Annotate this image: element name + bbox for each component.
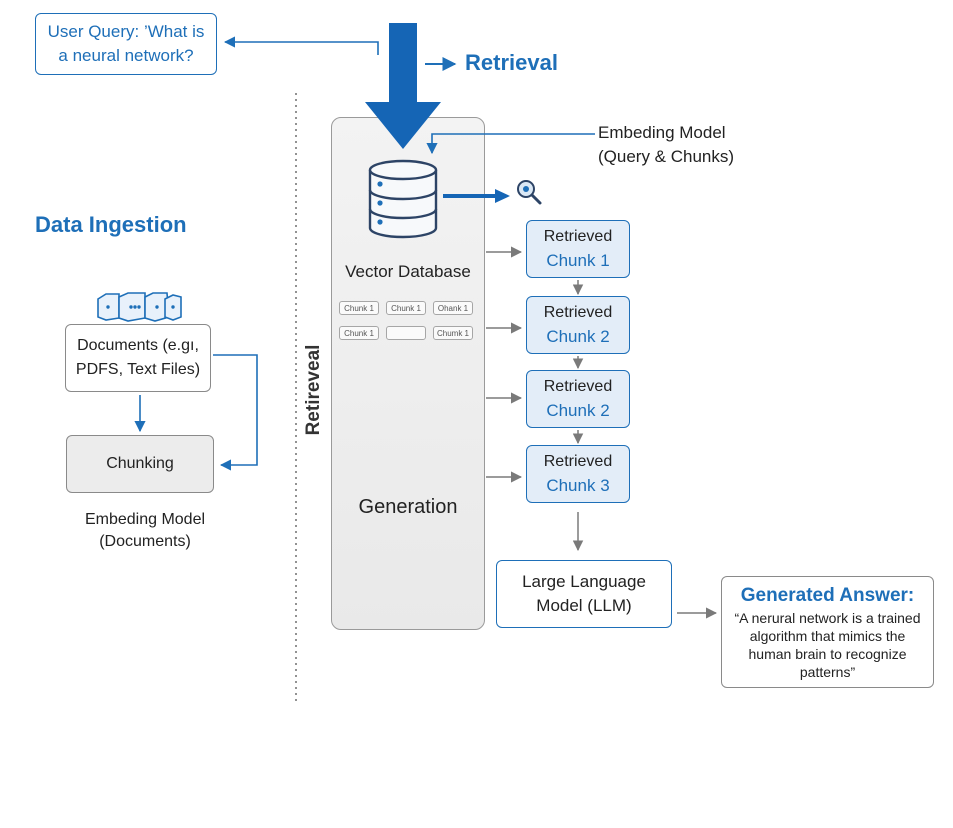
embedding-docs-line2: (Documents) xyxy=(99,533,191,550)
retrieved-chunk-box: Retrieved Chunk 2 xyxy=(526,370,630,428)
retrieved-chunk-box: Retrieved Chunk 3 xyxy=(526,445,630,503)
retrieved-line1: Retrieved xyxy=(543,228,613,245)
llm-box: Large Language Model (LLM) xyxy=(496,560,672,628)
mini-chunk: Chunk 1 xyxy=(386,301,426,315)
retrieval-heading: Retrieval xyxy=(465,50,558,75)
llm-line1: Large Language xyxy=(522,572,646,591)
documents-box: Documents (e.gı, PDFS, Text Files) xyxy=(65,324,211,392)
mini-chunk: Chumk 1 xyxy=(433,326,473,340)
retrieved-line1: Retrieved xyxy=(543,304,613,321)
retrieved-line1: Retrieved xyxy=(543,378,613,395)
generated-answer-box: Generated Answer: “A nerural network is … xyxy=(721,576,934,688)
doc-loop-arrow xyxy=(213,354,258,471)
big-down-arrow xyxy=(365,23,441,149)
retrieved-chunk-box: Retrieved Chunk 1 xyxy=(526,220,630,278)
mini-chunk: Chunk 1 xyxy=(339,326,379,340)
query-arrow xyxy=(223,36,379,55)
mini-chunk: Ohank 1 xyxy=(433,301,473,315)
generation-label: Generation xyxy=(358,496,458,518)
retrieved-line2: Chunk 2 xyxy=(546,401,610,420)
vector-database-label: Vector Database xyxy=(345,262,471,281)
documents-line1: Documents (e.gı, xyxy=(77,337,199,354)
chunking-label: Chunking xyxy=(106,455,174,472)
retrieved-line2: Chunk 2 xyxy=(546,327,610,346)
magnifier-icon xyxy=(517,180,542,205)
document-stack-icon xyxy=(97,292,182,322)
embedding-model-query: Embeding Model (Query & Chunks) xyxy=(598,121,734,169)
embed-query-pointer xyxy=(426,133,595,155)
user-query-line1: User Query: ’What is xyxy=(47,22,205,41)
llm-line2: Model (LLM) xyxy=(536,596,632,615)
embedding-docs-line1: Embeding Model xyxy=(84,511,206,528)
embedding-query-line2: (Query & Chunks) xyxy=(598,147,735,166)
user-query-box: User Query: ’What is a neural network? xyxy=(35,13,217,75)
user-query-line2: a neural network? xyxy=(58,46,194,65)
retrieved-line2: Chunk 3 xyxy=(546,476,610,495)
answer-text: “A nerural network is a trained algorith… xyxy=(734,610,921,680)
database-icon xyxy=(368,159,438,239)
retrieved-line2: Chunk 1 xyxy=(546,251,610,270)
mini-chunk: Chunk 1 xyxy=(339,301,379,315)
retrieved-chunk-box: Retrieved Chunk 2 xyxy=(526,296,630,354)
mini-chunk xyxy=(386,326,426,340)
retrieved-line1: Retrieved xyxy=(543,453,613,470)
embedding-model-documents: Embeding Model (Documents) xyxy=(50,509,240,553)
data-ingestion-heading: Data Ingestion xyxy=(35,212,187,237)
chunking-box: Chunking xyxy=(66,435,214,493)
documents-line2: PDFS, Text Files) xyxy=(75,361,201,378)
answer-title: Generated Answer: xyxy=(740,585,915,606)
embedding-query-line1: Embeding Model xyxy=(598,123,726,142)
